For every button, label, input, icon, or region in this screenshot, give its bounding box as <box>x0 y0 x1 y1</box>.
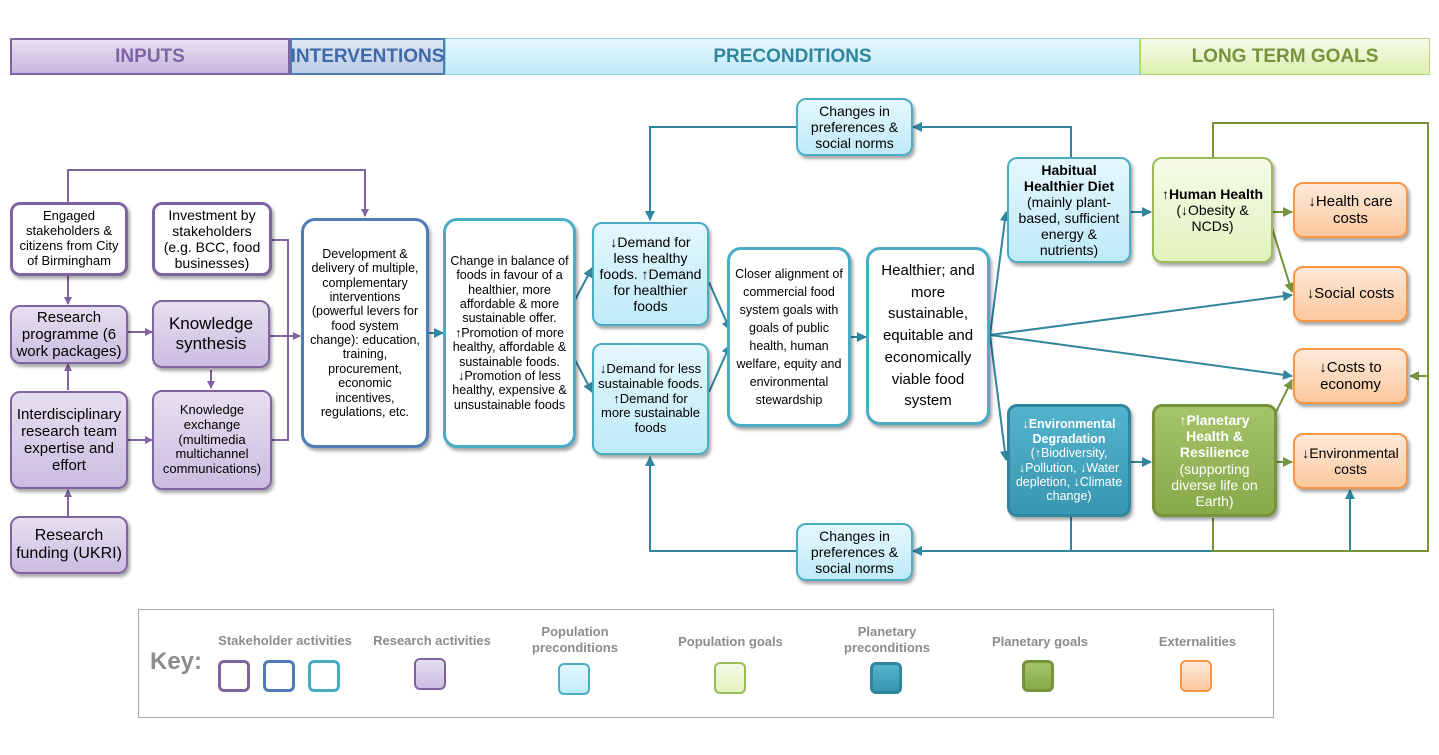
demand-healthy-foods-box: ↓Demand for less healthy foods. ↑Demand … <box>592 222 709 326</box>
planetary-health-title: ↑Planetary Health & Resilience <box>1179 412 1250 461</box>
key-population-pre-square <box>558 663 590 695</box>
key-stakeholder-purple <box>218 660 250 692</box>
human-health-body: (↓Obesity & NCDs) <box>1176 201 1249 235</box>
key-research-label: Research activities <box>373 633 491 648</box>
key-stakeholder-label: Stakeholder activities <box>218 633 352 648</box>
key-label: Key: <box>150 648 203 675</box>
research-funding-box: Research funding (UKRI) <box>10 516 128 574</box>
key-panel <box>138 609 1274 718</box>
habitual-healthier-diet-box: Habitual Healthier Diet (mainly plant-ba… <box>1007 157 1131 263</box>
header-inputs: INPUTS <box>10 38 290 75</box>
research-programme-box: Research programme (6 work packages) <box>10 305 128 364</box>
changes-preferences-bottom-box: Changes in preferences & social norms <box>796 523 913 581</box>
key-planetary-goals-square <box>1022 660 1054 692</box>
investment-box: Investment by stakeholders (e.g. BCC, fo… <box>152 202 272 276</box>
healthier-food-system-box: Healthier; and more sustainable, equitab… <box>866 247 990 425</box>
env-degradation-body: (↑Biodiversity, ↓Pollution, ↓Water deple… <box>1015 446 1123 504</box>
demand-sustainable-foods-box: ↓Demand for less sustainable foods. ↑Dem… <box>592 343 709 455</box>
social-costs-box: ↓Social costs <box>1293 266 1408 322</box>
key-stakeholder-blue <box>263 660 295 692</box>
change-in-balance-box: Change in balance of foods in favour of … <box>443 218 576 448</box>
key-research-square <box>414 658 446 690</box>
key-planetary-pre-label: Planetary preconditions <box>844 624 930 655</box>
header-interventions: INTERVENTIONS <box>290 38 445 75</box>
key-planetary-pre-square <box>870 662 902 694</box>
planetary-health-box: ↑Planetary Health & Resilience (supporti… <box>1152 404 1277 517</box>
costs-to-economy-box: ↓Costs to economy <box>1293 348 1408 404</box>
planetary-health-body: (supporting diverse life on Earth) <box>1171 460 1258 509</box>
interdisciplinary-team-box: Interdisciplinary research team expertis… <box>10 391 128 489</box>
key-population-goals-square <box>714 662 746 694</box>
header-preconditions: PRECONDITIONS <box>445 38 1140 75</box>
knowledge-exchange-box: Knowledge exchange (multimedia multichan… <box>152 390 272 490</box>
development-delivery-box: Development & delivery of multiple, comp… <box>301 218 429 448</box>
environmental-degradation-box: ↓Environmental Degradation (↑Biodiversit… <box>1007 404 1131 517</box>
key-externalities-square <box>1180 660 1212 692</box>
knowledge-synthesis-box: Knowledge synthesis <box>152 300 270 368</box>
env-degradation-title: ↓Environmental Degradation <box>1022 417 1116 446</box>
key-population-pre-label: Population preconditions <box>532 624 618 655</box>
header-long-term-goals: LONG TERM GOALS <box>1140 38 1430 75</box>
key-planetary-goals-label: Planetary goals <box>991 634 1089 649</box>
environmental-costs-box: ↓Environmental costs <box>1293 433 1408 489</box>
key-externalities-label: Externalities <box>1158 634 1237 649</box>
human-health-box: ↑Human Health (↓Obesity & NCDs) <box>1152 157 1273 263</box>
key-stakeholder-teal <box>308 660 340 692</box>
human-health-title: ↑Human Health <box>1161 185 1264 202</box>
habitual-diet-title: Habitual Healthier Diet <box>1023 161 1115 194</box>
habitual-diet-body: (mainly plant-based, sufficient energy &… <box>1018 193 1120 259</box>
key-population-goals-label: Population goals <box>678 634 783 649</box>
changes-preferences-top-box: Changes in preferences & social norms <box>796 98 913 156</box>
engaged-stakeholders-box: Engaged stakeholders & citizens from Cit… <box>10 202 128 276</box>
health-care-costs-box: ↓Health care costs <box>1293 182 1408 238</box>
closer-alignment-box: Closer alignment of commercial food syst… <box>727 247 851 427</box>
